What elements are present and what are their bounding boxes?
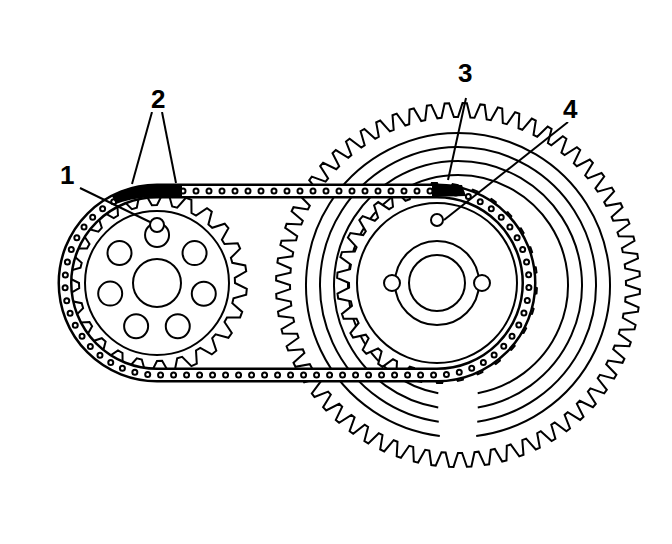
large-gear-teeth <box>276 103 640 467</box>
hub-ring <box>395 241 479 325</box>
lightening-hole <box>98 282 122 306</box>
timing-mark-link <box>432 184 466 197</box>
gear-groove <box>306 133 610 436</box>
bolt-hole <box>474 275 490 291</box>
leader-line <box>444 122 568 220</box>
lightening-hole <box>166 314 190 338</box>
lightening-hole <box>124 314 148 338</box>
lightening-hole <box>192 282 216 306</box>
hub-hole <box>409 255 465 311</box>
leader-line <box>132 112 152 184</box>
bolt-hole <box>384 275 400 291</box>
leader-line <box>162 112 176 183</box>
lightening-hole <box>183 241 207 265</box>
timing-pin <box>150 218 164 232</box>
lightening-hole <box>108 241 132 265</box>
leader-line <box>80 188 150 222</box>
hub-hole <box>133 259 181 307</box>
leader-line <box>448 98 466 180</box>
callout-number: 4 <box>561 96 579 122</box>
callout-number: 1 <box>58 162 76 188</box>
chain-rollers <box>65 191 529 375</box>
timing-mark-links <box>112 185 182 204</box>
callout-number: 3 <box>456 60 474 86</box>
sprocket-plate <box>357 203 517 363</box>
chain-roller-centers <box>65 191 529 375</box>
timing-pin <box>431 214 443 226</box>
callout-number: 2 <box>149 86 167 112</box>
chain-body <box>65 191 529 375</box>
sprocket-plate <box>85 211 229 355</box>
chain-outline <box>65 191 529 375</box>
